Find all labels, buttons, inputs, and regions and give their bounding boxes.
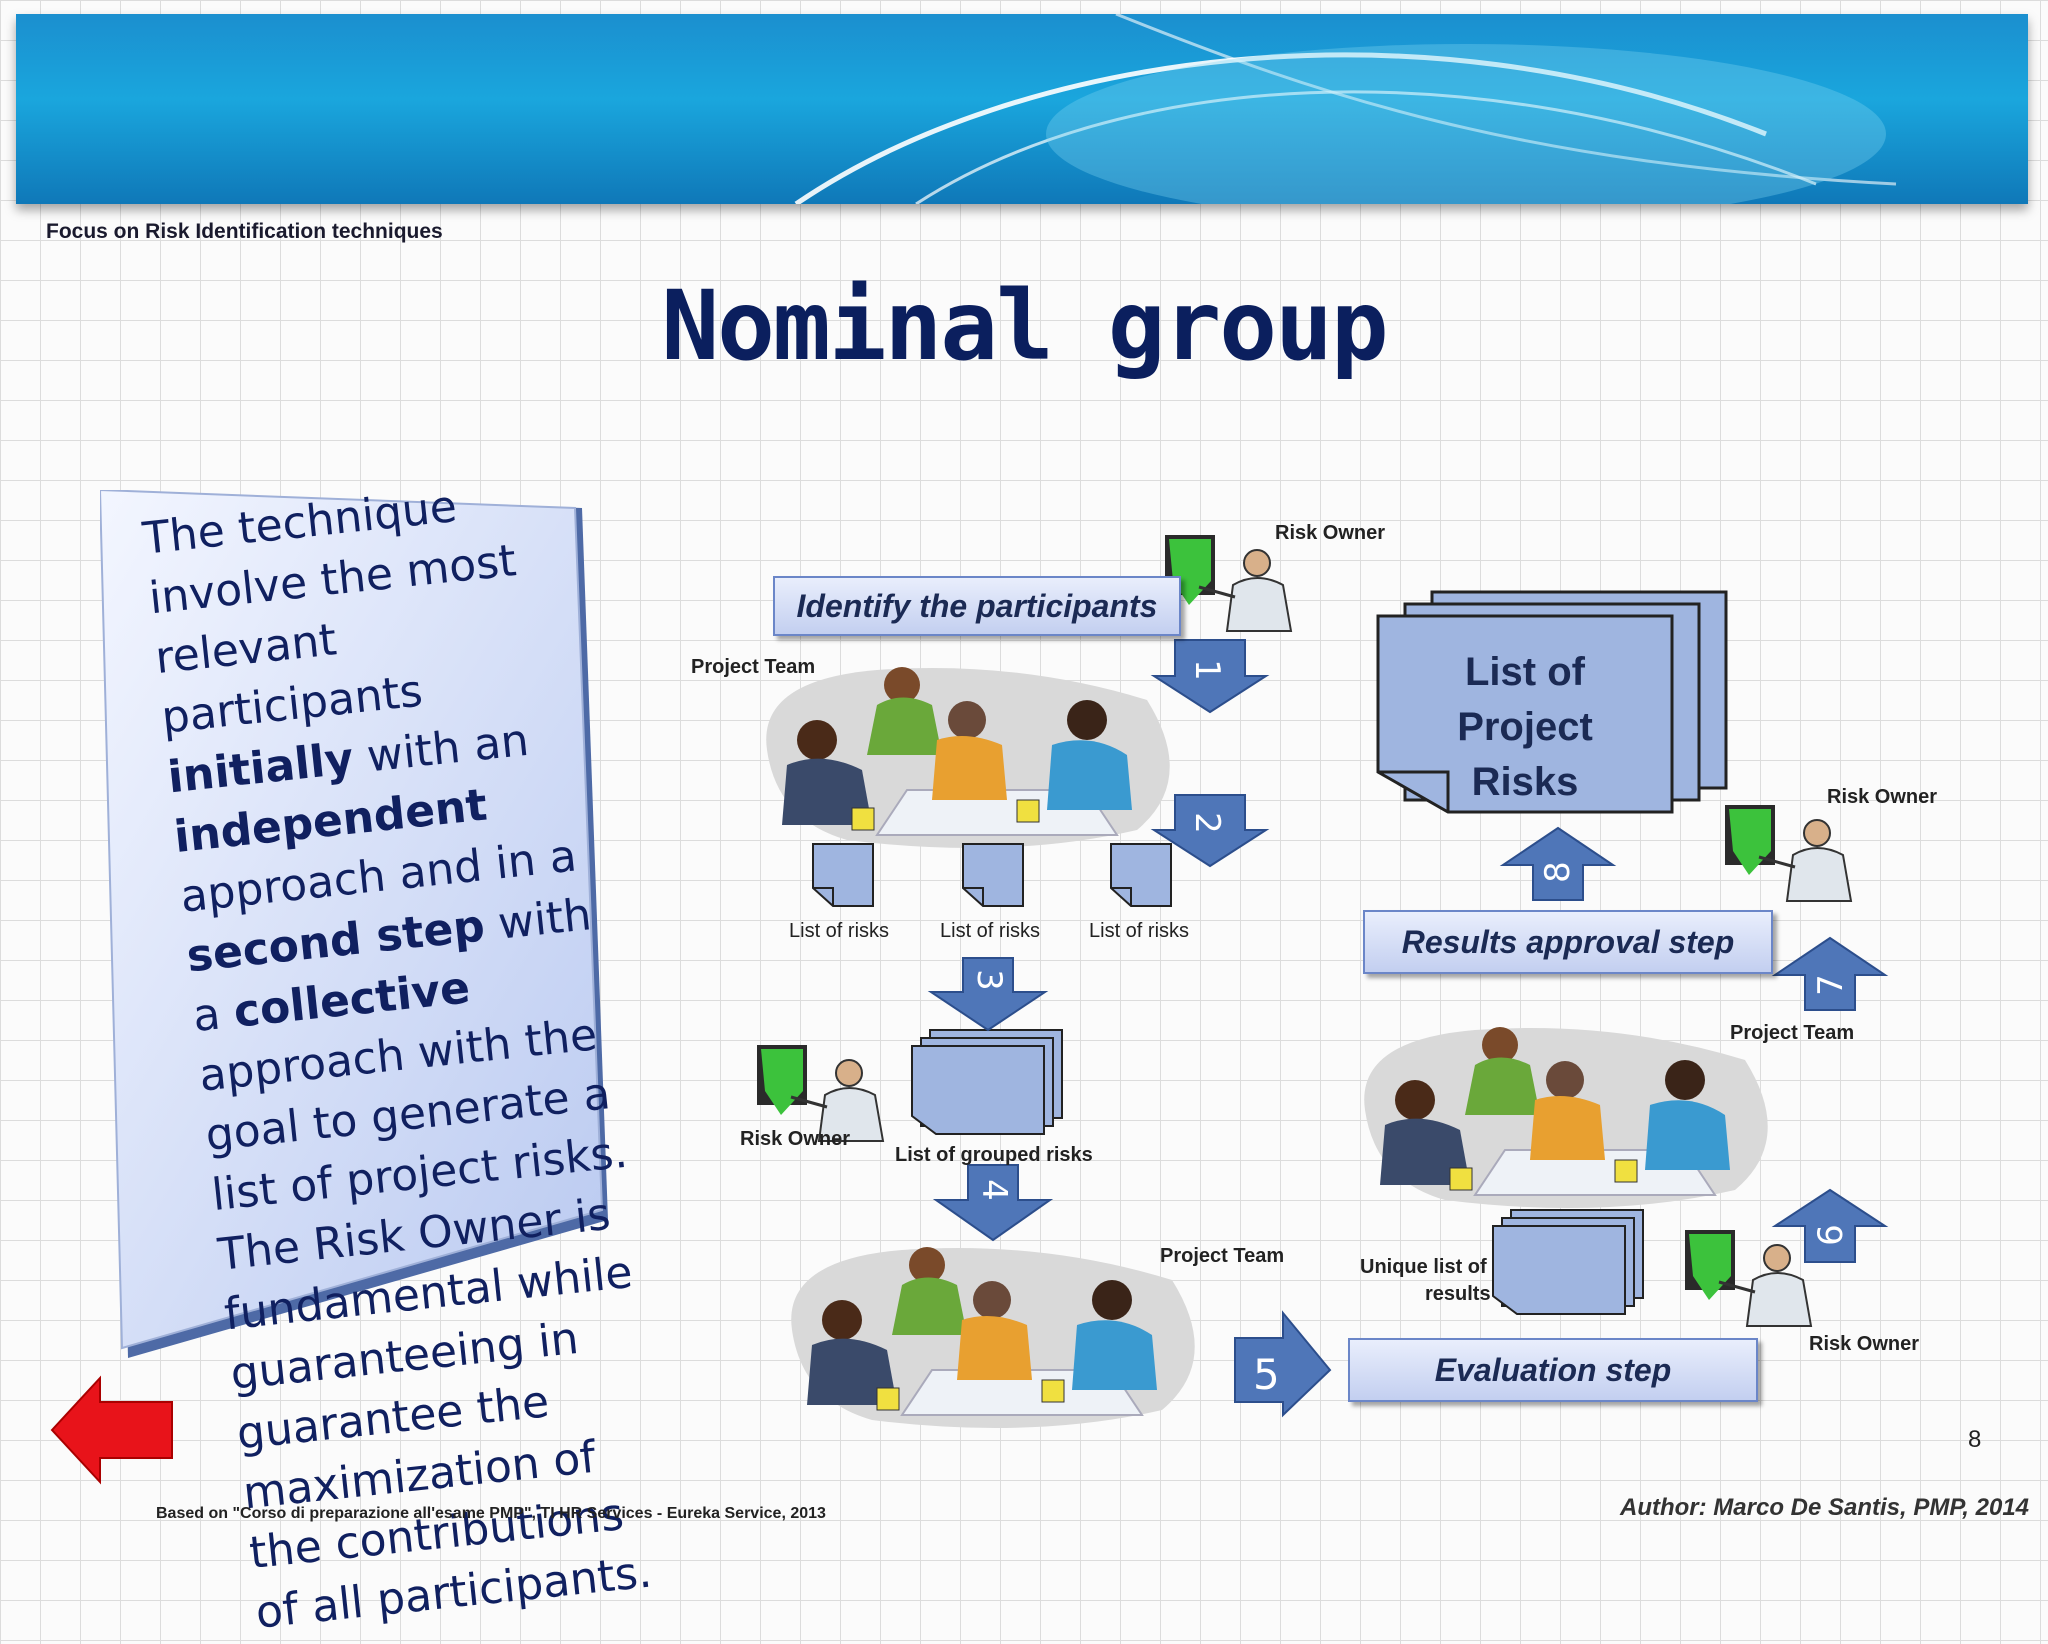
step-arrow-8: [1499, 826, 1617, 901]
project-risks-line-1: List of: [1465, 650, 1585, 694]
document-icon: [962, 843, 1024, 907]
document-icon: [812, 843, 874, 907]
risk-owner-label: Risk Owner: [1809, 1333, 1920, 1355]
presenter-icon: [1723, 803, 1853, 903]
results-approval-step: Results approval step: [1363, 910, 1773, 974]
meeting-team-icon: [765, 666, 1171, 849]
diagram: [50, 533, 1889, 1485]
arrow-number-7: 7: [1810, 974, 1851, 996]
step-arrow-1: [1150, 639, 1270, 714]
step-arrow-7: [1771, 936, 1889, 1011]
breadcrumb: Focus on Risk Identification techniques: [46, 220, 443, 243]
arrow-number-8: 8: [1537, 861, 1578, 883]
list-of-risks-label: List of risks: [789, 920, 890, 942]
project-team-label: Project Team: [691, 656, 816, 678]
step-arrow-3: [927, 957, 1049, 1032]
step-arrow-5: [1234, 1310, 1332, 1418]
arrow-number-2: 2: [1186, 812, 1227, 834]
evaluation-step: Evaluation step: [1348, 1338, 1758, 1402]
source-citation: Based on "Corso di preparazione all'esam…: [156, 1505, 826, 1522]
unique-list-stack-icon: [1492, 1209, 1644, 1315]
grouped-risks-stack-icon: [911, 1029, 1063, 1135]
author-credit: Author: Marco De Santis, PMP, 2014: [1620, 1494, 2030, 1521]
banner-swoosh-graphic: [794, 14, 1897, 204]
description-panel-shape: [100, 490, 608, 1358]
page-title: Nominal group: [661, 270, 1388, 382]
document-icon: [1110, 843, 1172, 907]
presenter-icon: [1163, 533, 1293, 633]
list-of-risks-label: List of risks: [1089, 920, 1190, 942]
presenter-icon: [1683, 1228, 1813, 1328]
description-panel: The technique involve the most relevant …: [100, 481, 654, 1639]
risk-owner-label: Risk Owner: [1827, 786, 1938, 808]
arrow-number-4: 4: [973, 1179, 1014, 1201]
arrow-number-6: 6: [1810, 1224, 1851, 1246]
project-risks-line-2: Project: [1457, 705, 1593, 749]
back-arrow-icon[interactable]: [50, 1375, 173, 1485]
step-arrow-6: [1771, 1188, 1889, 1263]
header-banner: [16, 14, 2028, 204]
arrow-number-5: 5: [1253, 1350, 1280, 1399]
page-number: 8: [1968, 1426, 1982, 1453]
project-team-label: Project Team: [1730, 1022, 1855, 1044]
presenter-icon: [755, 1043, 885, 1143]
project-team-label: Project Team: [1160, 1245, 1285, 1267]
meeting-team-icon: [1363, 1026, 1769, 1209]
step-arrow-2: [1150, 794, 1270, 868]
project-risks-list-label: List of Project Risks: [1380, 645, 1670, 810]
arrow-number-3: 3: [968, 969, 1009, 991]
step-arrow-4: [932, 1164, 1054, 1242]
risk-owner-label: Risk Owner: [1275, 522, 1386, 544]
grouped-risks-label: List of grouped risks: [895, 1144, 1093, 1166]
unique-list-label-line-2: results: [1425, 1283, 1491, 1305]
project-risks-line-3: Risks: [1471, 760, 1579, 804]
project-risks-list-icon: [1376, 590, 1728, 814]
arrow-number-1: 1: [1186, 659, 1227, 681]
identify-participants-step: Identify the participants: [773, 576, 1181, 636]
list-of-risks-label: List of risks: [940, 920, 1041, 942]
unique-list-label-line-1: Unique list of: [1360, 1256, 1487, 1278]
meeting-team-icon: [790, 1246, 1196, 1429]
risk-owner-label: Risk Owner: [740, 1128, 851, 1150]
